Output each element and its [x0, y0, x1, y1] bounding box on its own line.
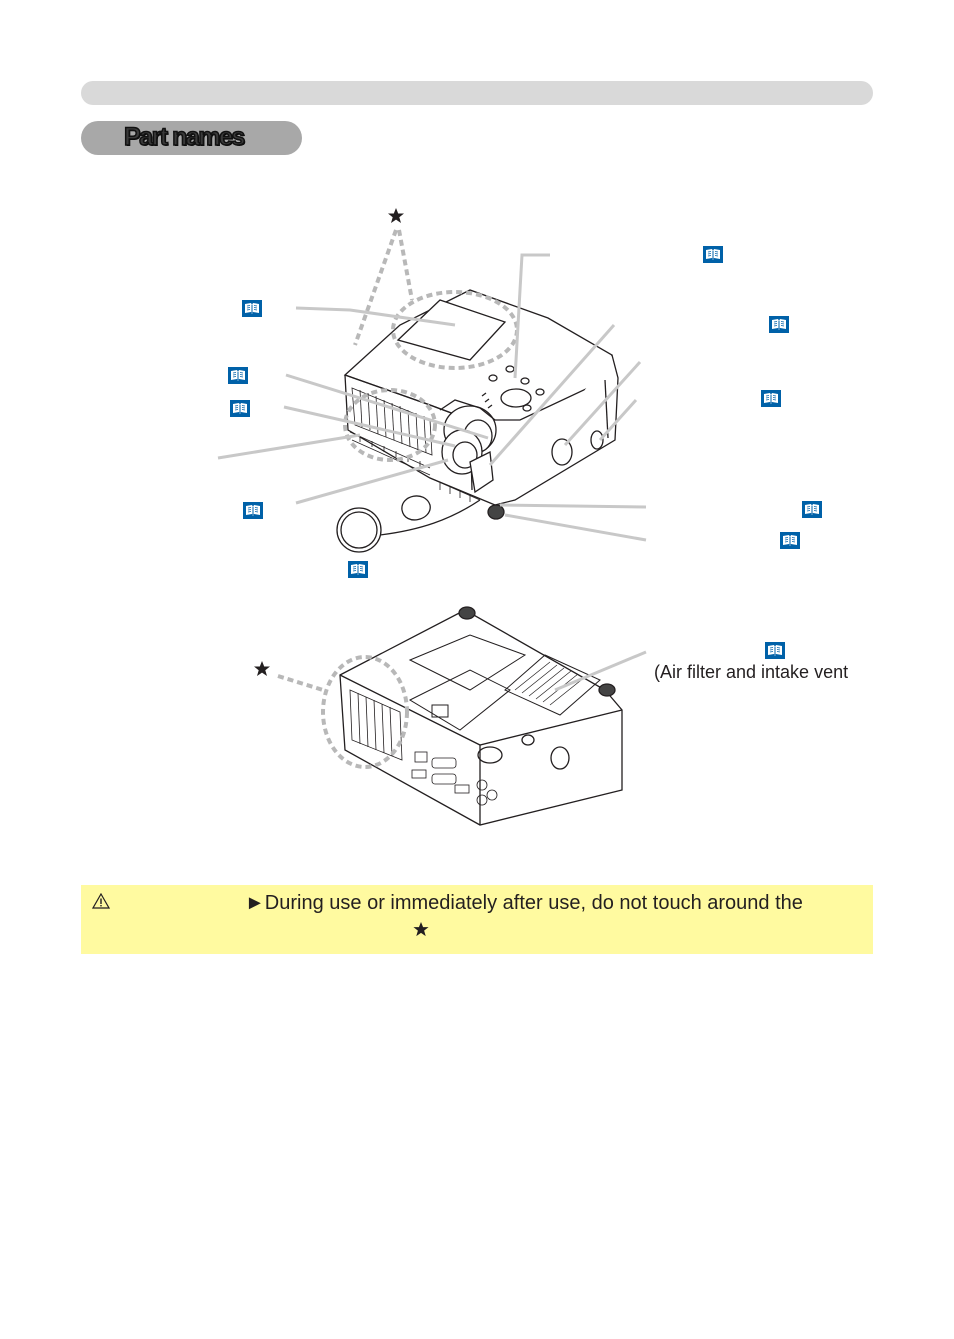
book-icon [229, 399, 251, 418]
star-icon [254, 661, 270, 676]
chapter-header-bar [81, 81, 873, 105]
book-icon [779, 531, 801, 550]
projector-illustration [217, 208, 823, 826]
section-title: Part names [123, 122, 246, 152]
book-icon [227, 366, 249, 385]
book-icon [702, 245, 724, 264]
book-icon [347, 560, 369, 579]
section-title-pill [81, 121, 302, 155]
book-icon [760, 389, 782, 408]
warning-triangle-icon [92, 893, 110, 909]
caution-box [81, 885, 873, 954]
star-icon [413, 921, 429, 937]
book-icon [764, 641, 786, 660]
caution-text: ►During use or immediately after use, do… [245, 892, 803, 914]
book-icon [801, 500, 823, 519]
book-icon [242, 501, 264, 520]
projector-bottom-view [339, 606, 623, 826]
star-icon [388, 208, 404, 223]
book-icon [768, 315, 790, 334]
leader-lines [217, 253, 647, 542]
book-icon [241, 299, 263, 318]
air-filter-note: (Air filter and intake vent [654, 662, 849, 682]
projector-top-view [336, 289, 619, 553]
